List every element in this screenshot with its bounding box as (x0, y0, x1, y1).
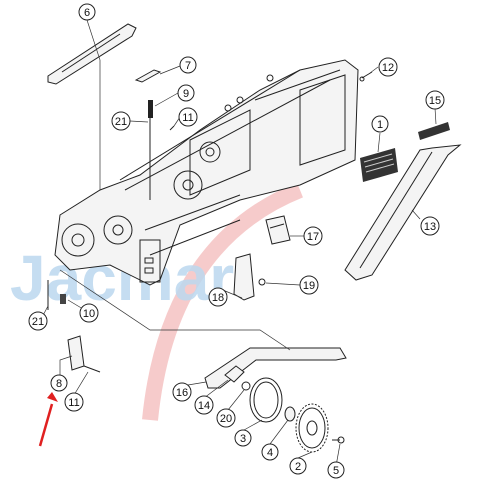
callout-19: 19 (299, 275, 319, 295)
svg-text:16: 16 (176, 387, 188, 399)
callout-11-upper: 11 (178, 107, 198, 127)
svg-text:3: 3 (240, 433, 246, 445)
callout-16: 16 (172, 382, 192, 402)
part-15-plate (418, 122, 450, 140)
svg-text:17: 17 (307, 231, 319, 243)
callout-12: 12 (378, 57, 398, 77)
part-1-label-plate (360, 148, 398, 182)
svg-text:5: 5 (333, 465, 339, 477)
callout-18: 18 (208, 287, 228, 307)
part-19-screw (258, 278, 266, 286)
svg-text:9: 9 (183, 88, 189, 100)
part-12-screw (359, 71, 373, 82)
callout-15: 15 (425, 90, 445, 110)
part-16-lever-arm (204, 347, 347, 389)
svg-text:2: 2 (295, 461, 301, 473)
callout-7: 7 (179, 56, 197, 74)
svg-text:21: 21 (115, 116, 127, 128)
watermark-swoosh (142, 182, 303, 421)
part-17-bracket (265, 215, 291, 245)
callout-20: 20 (216, 408, 236, 428)
callout-13: 13 (420, 216, 440, 236)
callout-11-lower: 11 (64, 392, 84, 412)
callout-1: 1 (371, 115, 389, 133)
callout-17: 17 (303, 226, 323, 246)
svg-text:11: 11 (182, 112, 193, 124)
part-20-pin (241, 381, 251, 391)
svg-text:8: 8 (56, 378, 62, 390)
callout-8: 8 (50, 374, 68, 392)
part-5-screw (332, 436, 345, 444)
part-13-side-cover (344, 144, 462, 281)
callout-21-lower: 21 (28, 311, 48, 331)
svg-text:1: 1 (377, 119, 383, 131)
part-4-bushing (284, 406, 296, 422)
part-3-ring (249, 377, 283, 423)
part-11-upper (169, 125, 175, 131)
callout-14: 14 (194, 395, 214, 415)
svg-text:10: 10 (83, 308, 95, 320)
part-18-lever (233, 253, 255, 301)
callouts: 6 7 9 21 11 12 15 1 (28, 3, 445, 479)
callout-6: 6 (78, 3, 96, 21)
callout-2: 2 (289, 457, 307, 475)
svg-text:7: 7 (185, 60, 191, 72)
svg-text:21: 21 (32, 316, 44, 328)
callout-4: 4 (261, 443, 279, 461)
callout-10: 10 (79, 303, 99, 323)
part-2-gear (295, 403, 329, 453)
callout-3: 3 (234, 429, 252, 447)
svg-text:15: 15 (429, 95, 441, 107)
svg-text:19: 19 (303, 280, 315, 292)
part-8-bracket (67, 335, 101, 373)
part-14-clip (224, 365, 245, 383)
svg-text:20: 20 (220, 413, 232, 425)
part-10-spring (60, 294, 66, 304)
svg-text:18: 18 (212, 292, 224, 304)
callout-9: 9 (177, 84, 195, 102)
svg-text:13: 13 (424, 221, 436, 233)
svg-text:12: 12 (382, 62, 394, 74)
part-6-top-rail (47, 23, 137, 85)
svg-text:14: 14 (198, 400, 210, 412)
svg-text:11: 11 (68, 397, 79, 409)
feeder-main-frame (54, 59, 359, 286)
callout-21-upper: 21 (111, 111, 131, 131)
internal-gears (61, 74, 274, 257)
red-arrow (38, 392, 58, 447)
callout-5: 5 (327, 461, 345, 479)
svg-text:6: 6 (84, 7, 90, 19)
svg-text:4: 4 (267, 447, 273, 459)
part-7-bracket (134, 69, 162, 83)
